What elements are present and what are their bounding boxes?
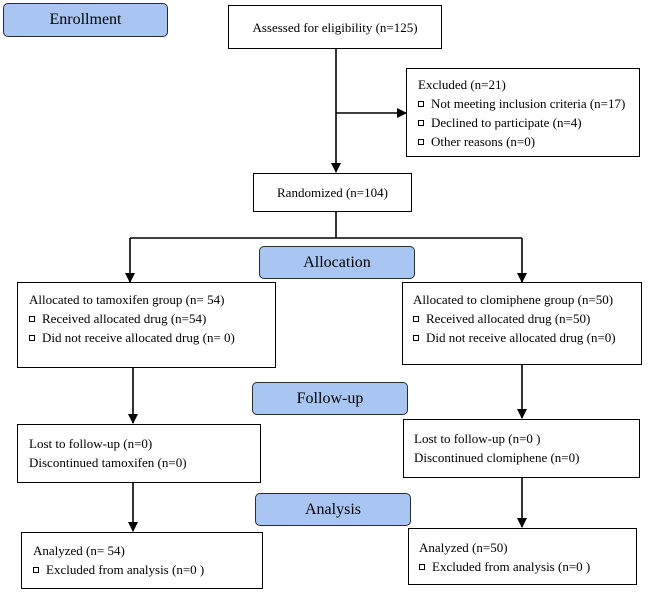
right-allocation-item-text: Did not receive allocated drug (n=0) (426, 330, 616, 345)
left-analysis-item-text: Excluded from analysis (n=0 ) (46, 562, 205, 577)
stage-allocation: Allocation (259, 246, 415, 279)
right-allocation-item: Did not receive allocated drug (n=0) (413, 328, 641, 347)
stage-enrollment: Enrollment (3, 3, 168, 37)
right-allocation-item: Received allocated drug (n=50) (413, 309, 641, 328)
right-follow-up-line: Discontinued clomiphene (n=0) (414, 450, 580, 465)
right-allocation-title: Allocated to clomiphene group (n=50) (413, 292, 614, 307)
left-analysis-title: Analyzed (n= 54) (33, 543, 125, 558)
stage-follow-up: Follow-up (252, 382, 408, 415)
assessed-box: Assessed for eligibility (n=125) (228, 5, 442, 49)
right-follow-up-line: Lost to follow-up (n=0 ) (414, 431, 541, 446)
left-allocation-title: Allocated to tamoxifen group (n= 54) (29, 292, 225, 307)
checkbox-icon (419, 564, 425, 570)
right-analysis-title: Analyzed (n=50) (419, 540, 508, 555)
checkbox-icon (418, 139, 424, 145)
left-follow-up-box: Lost to follow-up (n=0) Discontinued tam… (17, 424, 261, 483)
excluded-item-text: Not meeting inclusion criteria (n=17) (431, 96, 626, 111)
left-follow-up-line: Discontinued tamoxifen (n=0) (29, 455, 187, 470)
excluded-title: Excluded (n=21) (418, 77, 506, 92)
right-analysis-box: Analyzed (n=50) Excluded from analysis (… (408, 528, 637, 585)
stage-analysis-label: Analysis (305, 500, 361, 518)
left-allocation-item-text: Received allocated drug (n=54) (42, 311, 207, 326)
checkbox-icon (413, 335, 419, 341)
left-allocation-item-text: Did not receive allocated drug (n= 0) (42, 330, 235, 345)
right-analysis-item-text: Excluded from analysis (n=0 ) (432, 559, 591, 574)
excluded-item: Not meeting inclusion criteria (n=17) (418, 94, 639, 113)
excluded-item-text: Declined to participate (n=4) (431, 115, 582, 130)
randomized-text: Randomized (n=104) (277, 185, 388, 200)
excluded-item: Declined to participate (n=4) (418, 113, 639, 132)
right-allocation-box: Allocated to clomiphene group (n=50) Rec… (402, 282, 642, 365)
assessed-text: Assessed for eligibility (n=125) (252, 19, 418, 35)
stage-follow-up-label: Follow-up (296, 389, 364, 407)
excluded-box: Excluded (n=21) Not meeting inclusion cr… (406, 68, 640, 157)
right-analysis-item: Excluded from analysis (n=0 ) (419, 557, 636, 576)
checkbox-icon (33, 567, 39, 573)
randomized-box: Randomized (n=104) (253, 173, 412, 212)
left-follow-up-line: Lost to follow-up (n=0) (29, 436, 153, 451)
left-analysis-box: Analyzed (n= 54) Excluded from analysis … (21, 532, 263, 589)
checkbox-icon (418, 101, 424, 107)
right-allocation-item-text: Received allocated drug (n=50) (426, 311, 591, 326)
stage-analysis: Analysis (255, 493, 411, 526)
stage-allocation-label: Allocation (303, 253, 371, 271)
right-follow-up-box: Lost to follow-up (n=0 ) Discontinued cl… (403, 419, 640, 478)
excluded-item-text: Other reasons (n=0) (431, 134, 536, 149)
left-allocation-box: Allocated to tamoxifen group (n= 54) Rec… (17, 282, 276, 368)
checkbox-icon (29, 335, 35, 341)
excluded-item: Other reasons (n=0) (418, 132, 639, 151)
stage-enrollment-label: Enrollment (49, 11, 122, 28)
left-allocation-item: Did not receive allocated drug (n= 0) (29, 328, 275, 347)
left-allocation-item: Received allocated drug (n=54) (29, 309, 275, 328)
checkbox-icon (29, 316, 35, 322)
checkbox-icon (418, 120, 424, 126)
checkbox-icon (413, 316, 419, 322)
left-analysis-item: Excluded from analysis (n=0 ) (33, 560, 262, 579)
